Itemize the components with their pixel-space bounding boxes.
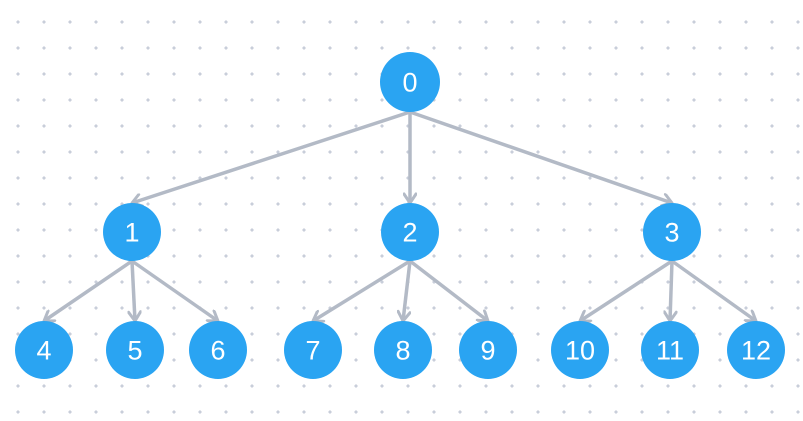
tree-node-9[interactable]: 9	[459, 321, 517, 379]
node-circle	[189, 321, 247, 379]
node-label: 9	[480, 336, 495, 366]
tree-edge-2-7	[313, 259, 411, 321]
node-label: 12	[741, 336, 771, 366]
tree-node-5[interactable]: 5	[106, 321, 164, 379]
node-circle	[103, 203, 161, 261]
tree-edge-3-12	[670, 259, 756, 321]
tree-edge-1-4	[44, 259, 133, 321]
node-circle	[459, 321, 517, 379]
tree-edge-2-8	[403, 260, 412, 321]
node-label: 10	[565, 336, 595, 366]
tree-edge-3-10	[580, 259, 673, 321]
tree-node-2[interactable]: 2	[381, 203, 439, 261]
node-circle	[284, 321, 342, 379]
node-label: 8	[395, 336, 410, 366]
node-circle	[15, 321, 73, 379]
node-label: 1	[124, 218, 139, 248]
node-label: 3	[664, 218, 679, 248]
tree-edge-1-5	[132, 260, 135, 321]
node-label: 11	[656, 336, 684, 366]
tree-node-8[interactable]: 8	[374, 321, 432, 379]
node-label: 2	[402, 218, 417, 248]
tree-node-10[interactable]: 10	[551, 321, 609, 379]
node-circle	[643, 203, 701, 261]
tree-node-1[interactable]: 1	[103, 203, 161, 261]
edge-layer	[44, 110, 756, 321]
tree-edge-0-1	[132, 110, 411, 203]
tree-edge-0-3	[409, 110, 672, 203]
node-circle	[106, 321, 164, 379]
tree-edge-3-11	[670, 260, 672, 321]
node-circle	[551, 321, 609, 379]
node-circle	[380, 52, 440, 112]
tree-node-7[interactable]: 7	[284, 321, 342, 379]
node-label: 6	[210, 336, 225, 366]
tree-edge-2-9	[408, 259, 488, 321]
node-label: 0	[402, 68, 417, 98]
tree-node-12[interactable]: 12	[727, 321, 785, 379]
tree-edge-1-6	[130, 259, 218, 321]
node-label: 5	[127, 336, 142, 366]
tree-node-3[interactable]: 3	[643, 203, 701, 261]
node-label: 7	[305, 336, 320, 366]
node-circle	[641, 321, 699, 379]
tree-node-4[interactable]: 4	[15, 321, 73, 379]
node-circle	[381, 203, 439, 261]
node-circle	[374, 321, 432, 379]
tree-node-0[interactable]: 0	[380, 52, 440, 112]
node-label: 4	[36, 336, 51, 366]
tree-node-6[interactable]: 6	[189, 321, 247, 379]
tree-node-11[interactable]: 11	[641, 321, 699, 379]
node-circle	[727, 321, 785, 379]
